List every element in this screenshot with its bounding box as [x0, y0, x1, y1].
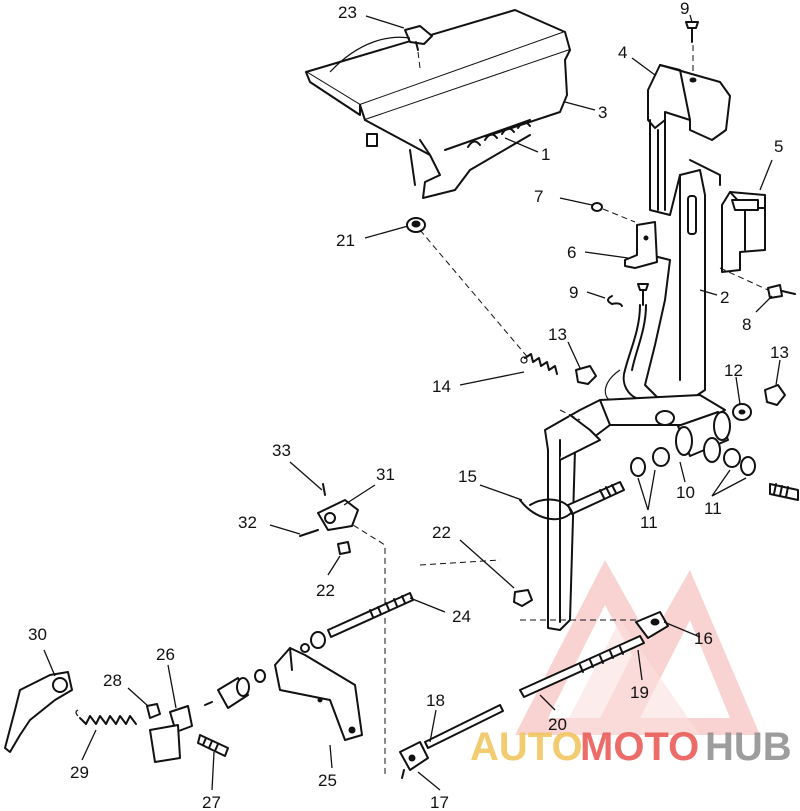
callout-32: 32: [238, 513, 257, 532]
callout-5: 5: [774, 137, 783, 156]
cable-bundle: [604, 304, 647, 409]
cable-15: [519, 498, 573, 521]
spring-29: [75, 709, 137, 725]
rod-end-17: [399, 741, 429, 779]
watermark-moto: MOTO: [580, 725, 699, 769]
callout-9-mid: 9: [569, 283, 578, 302]
callout-26: 26: [156, 645, 175, 664]
bolt-8: [719, 267, 796, 299]
callout-33: 33: [272, 441, 291, 460]
callout-22-left: 22: [316, 581, 335, 600]
pivot-clip: [329, 25, 433, 73]
callout-15: 15: [458, 467, 477, 486]
callout-2: 2: [720, 288, 729, 307]
watermark-text: AUTO MOTO HUB: [470, 725, 792, 769]
long-bolt: [567, 481, 625, 515]
callout-20: 20: [548, 715, 567, 734]
washers: [630, 403, 756, 477]
rod-end-16: [635, 611, 669, 639]
callout-18: 18: [426, 691, 445, 710]
callout-7: 7: [534, 187, 543, 206]
callout-31: 31: [376, 465, 395, 484]
throttle-rod: [300, 592, 414, 653]
screw-7: [591, 202, 636, 223]
callout-8: 8: [742, 315, 751, 334]
callout-29: 29: [70, 763, 89, 782]
callout-21: 21: [336, 231, 355, 250]
callout-6: 6: [567, 243, 576, 262]
spring-14: [520, 353, 558, 375]
callout-25: 25: [318, 771, 337, 790]
screw-9-top: [685, 21, 699, 43]
mounting-bracket: [274, 647, 363, 741]
watermark-logo: [515, 560, 760, 735]
callout-13-right: 13: [770, 343, 789, 362]
lever-handle-sleeve: [721, 191, 766, 273]
channel-bracket: [305, 9, 571, 199]
linkage-clip: [299, 483, 359, 555]
callout-22-right: 22: [432, 523, 451, 542]
callout-3: 3: [598, 103, 607, 122]
stud-right: [769, 483, 799, 501]
callout-30: 30: [28, 625, 47, 644]
callout-14: 14: [432, 377, 451, 396]
callout-11-right: 11: [704, 499, 722, 518]
callout-27: 27: [202, 793, 221, 811]
control-lever: [644, 119, 721, 401]
callout-19: 19: [630, 683, 649, 702]
callout-12: 12: [724, 361, 743, 380]
bolt-27: [197, 734, 229, 757]
grommet: [406, 217, 426, 233]
clip-9: [607, 283, 649, 307]
watermark-hub: HUB: [705, 725, 792, 769]
callout-11-left: 11: [640, 513, 658, 532]
nut-13-left: [575, 365, 597, 385]
nut-22-right: [513, 589, 533, 607]
dashed-paths: [344, 229, 640, 775]
pivot-tube: [675, 411, 731, 463]
cable-fitting: [204, 669, 266, 709]
callout-16: 16: [694, 629, 713, 648]
rod-18: [424, 704, 504, 749]
bracket-30: [4, 671, 73, 753]
callout-9-top: 9: [680, 0, 689, 18]
callout-28: 28: [103, 671, 122, 690]
adjust-rod: [519, 635, 645, 698]
callout-1: 1: [541, 145, 550, 164]
callout-13-left: 13: [548, 325, 567, 344]
callout-10: 10: [676, 483, 695, 502]
callout-4: 4: [618, 43, 627, 62]
leader-lines: [43, 14, 781, 791]
bracket-6: [624, 221, 658, 269]
nut-28: [146, 703, 161, 719]
bracket-26: [149, 705, 193, 763]
callout-23: 23: [338, 3, 357, 22]
lever-cap: [647, 45, 731, 141]
watermark-auto: AUTO: [470, 725, 583, 769]
callout-labels: 23 9 4 3 1 5 7 21 6 9 2 8 13 13 12 14 33…: [28, 0, 789, 811]
nut-13-right: [764, 384, 786, 406]
callout-24: 24: [452, 607, 471, 626]
callout-17: 17: [430, 793, 449, 811]
